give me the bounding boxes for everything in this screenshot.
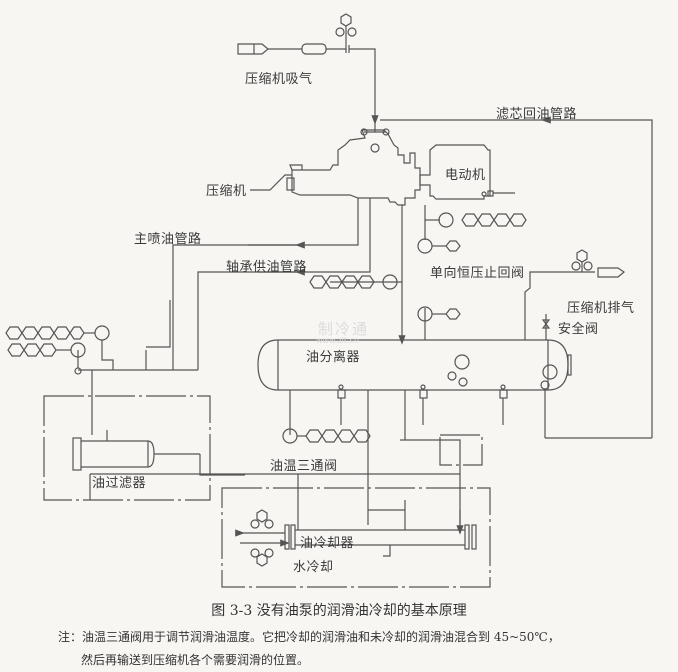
safety-valve-icon: [541, 319, 551, 329]
label-oil-separator: 油分离器: [306, 350, 361, 365]
electric-motor: [419, 144, 515, 200]
compressor: [250, 128, 421, 206]
figure-caption: 图 3-3 没有油泵的润滑油冷却的基本原理: [211, 603, 467, 619]
oil-supply-manifold: [5, 300, 198, 435]
oil-filter-flange: [72, 437, 82, 471]
compressor-end-box-icon: [286, 177, 295, 191]
separator-outlet-piping: [89, 390, 546, 525]
sensor-cluster-icon: [335, 13, 357, 45]
discharge-line: [524, 249, 626, 340]
watermark-url: www.zlt.cn: [316, 336, 360, 345]
label-oil-filter: 油过滤器: [92, 476, 147, 491]
check-valve-branch: [309, 205, 527, 345]
note-line-2: 然后再输送到压缩机各个需要润滑的位置。: [81, 653, 310, 667]
filter-return-line: [380, 116, 653, 439]
label-water-cooling: 水冷却: [293, 560, 334, 575]
figure-note: 注：油温三通阀用于调节润滑油温度。它把冷却的润滑油和未冷却的润滑油混合到 45~…: [58, 626, 560, 672]
label-safety-valve: 安全阀: [558, 322, 599, 337]
label-oil-cooler: 油冷却器: [300, 536, 355, 551]
main-injection-line: [172, 198, 359, 370]
label-filter-return: 滤芯回油管路: [496, 107, 578, 122]
oil-filter-enclosure: [43, 395, 245, 501]
label-bearing-supply: 轴承供油管路: [226, 260, 308, 275]
suction-connector-icon: [237, 43, 269, 55]
label-discharge: 压缩机排气: [567, 301, 635, 316]
label-main-injection: 主喷油管路: [134, 232, 202, 247]
label-compressor: 压缩机: [206, 184, 247, 199]
note-line-1: 注：油温三通阀用于调节润滑油温度。它把冷却的润滑油和未冷却的润滑油混合到 45~…: [58, 630, 560, 644]
oil-separator: [257, 339, 572, 425]
bearing-supply-line: [197, 198, 371, 370]
discharge-connector-icon: [597, 267, 626, 278]
compressor-port-icon: [370, 143, 380, 153]
label-suction: 压缩机吸气: [245, 72, 313, 87]
label-oil-temp-valve: 油温三通阀: [270, 459, 338, 474]
label-motor: 电动机: [445, 168, 486, 183]
label-check-valve: 单向恒压止回阀: [430, 266, 525, 281]
suction-strainer-icon: [301, 43, 327, 55]
watermark: 制冷通: [318, 320, 370, 338]
oil-cooler-enclosure: [221, 474, 491, 588]
